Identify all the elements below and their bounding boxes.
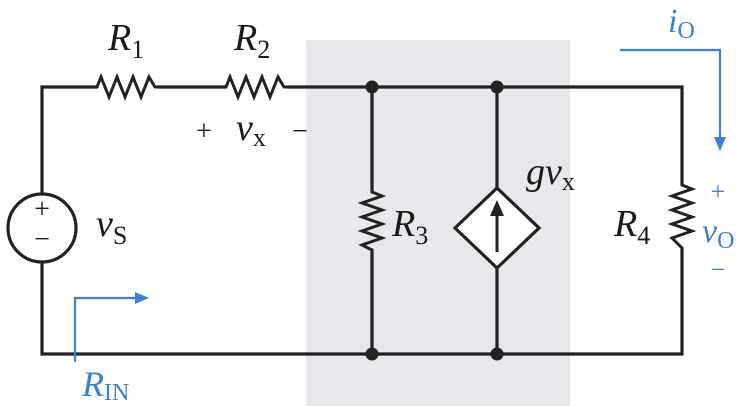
junction-dot [490, 347, 504, 361]
io-label: iO [668, 3, 695, 44]
r3-label: R3 [391, 203, 428, 250]
vo-minus-sign: − [711, 255, 726, 284]
vo-label: vO [702, 213, 734, 254]
vx-minus-sign: − [292, 116, 308, 147]
junction-dot [490, 80, 504, 94]
vx-plus-sign: + [196, 116, 212, 147]
resistor-r3-symbol [357, 190, 387, 252]
dependent-source-label: gvx [526, 151, 575, 196]
r1-label: R1 [107, 17, 144, 64]
vx-label: vx [236, 107, 266, 152]
rin-label: RIN [81, 364, 129, 406]
junction-dot [365, 80, 379, 94]
junction-dots [365, 80, 504, 361]
io-arrow [620, 48, 726, 151]
source-plus-sign: + [34, 194, 50, 225]
rin-arrow [73, 292, 149, 362]
dependent-current-source-symbol [452, 185, 542, 271]
resistor-r4-symbol [667, 183, 697, 250]
wires [40, 85, 684, 356]
r2-label: R2 [233, 17, 270, 64]
resistor-r1-symbol [95, 72, 158, 102]
source-minus-sign: − [34, 224, 50, 255]
vs-label: vS [96, 203, 127, 250]
voltage-source-symbol [6, 192, 78, 264]
resistor-r2-symbol [224, 72, 288, 102]
junction-dot [365, 347, 379, 361]
vo-plus-sign: + [711, 177, 726, 206]
r4-label: R4 [613, 203, 650, 250]
